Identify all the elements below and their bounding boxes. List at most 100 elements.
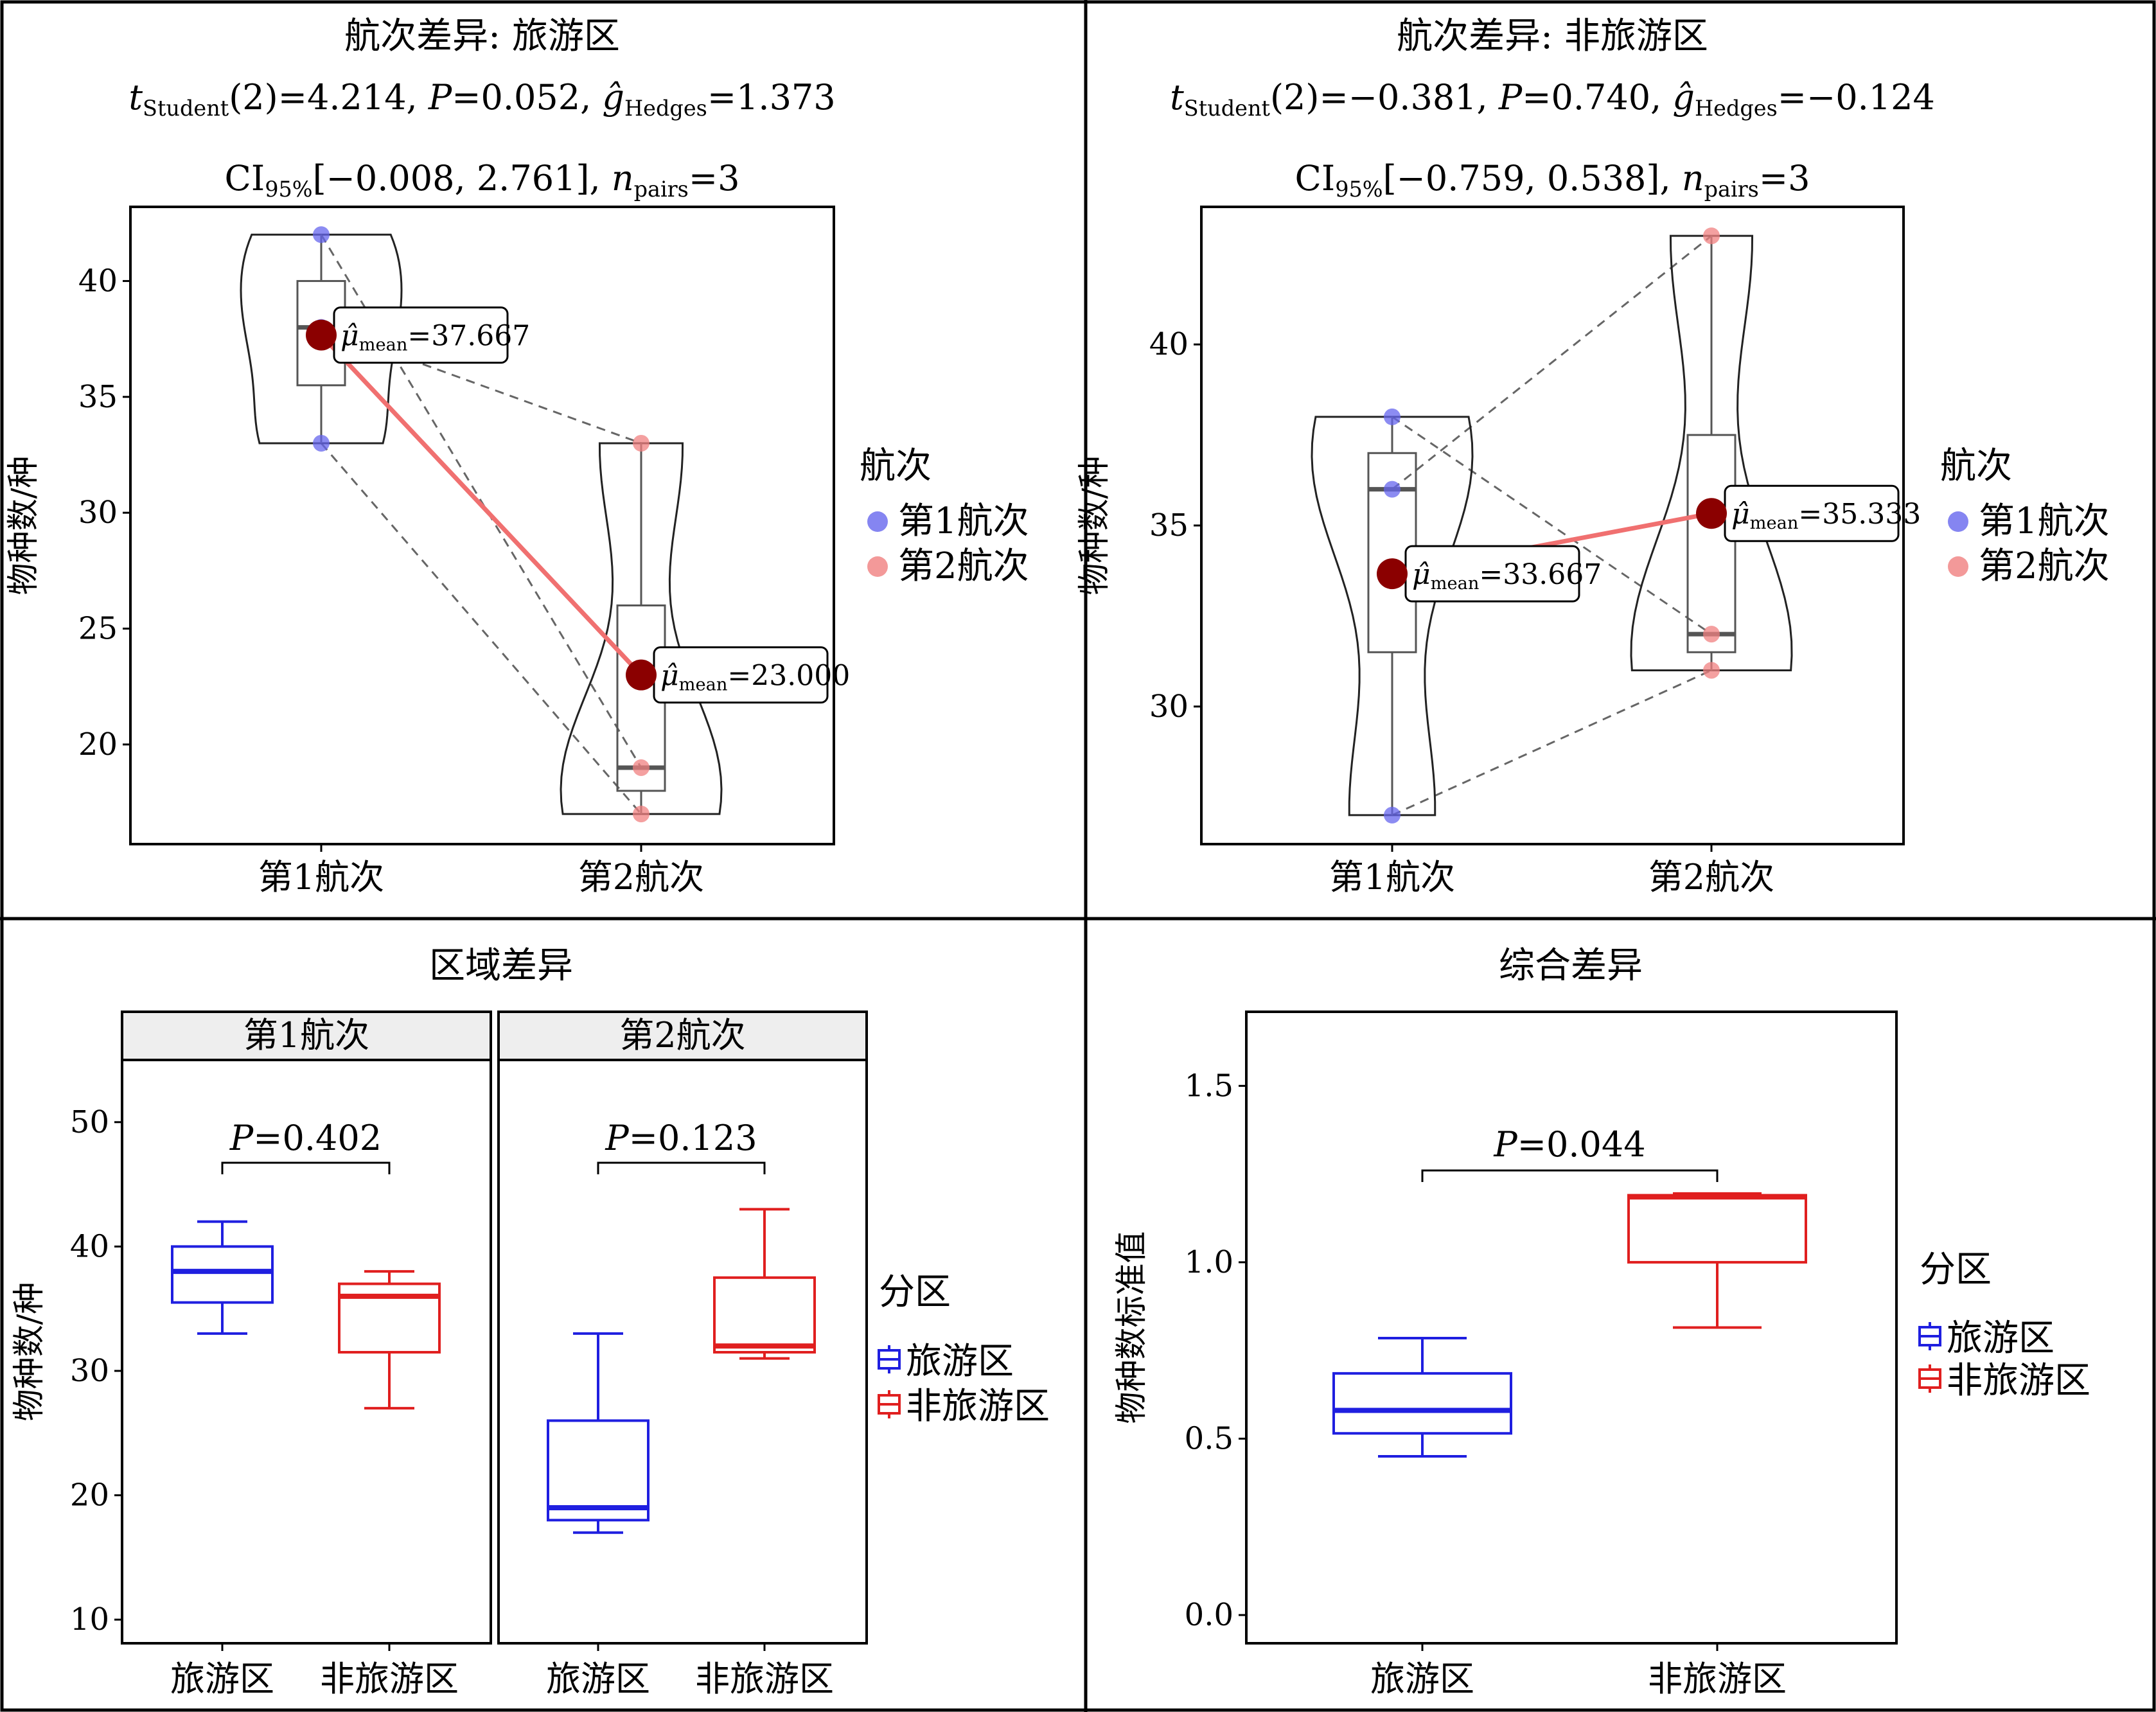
overall-panel-ytick-label: 0.5	[1185, 1420, 1233, 1456]
overall-panel-legend-title: 分区	[1920, 1249, 1992, 1291]
violin-panel-2-ytick-label: 40	[1149, 326, 1188, 362]
region-panel-legend-label: 旅游区	[906, 1341, 1014, 1382]
panel-trip-tourist: 航次差异: 旅游区 tStudent(2)=4.214, P=0.052, ĝHe…	[4, 15, 1029, 897]
violin-panel-2-legend-title: 航次	[1940, 445, 2012, 487]
region-panel-ytick-label: 10	[70, 1602, 109, 1637]
violin-panel-1-stat-line-2: CI95%[−0.008, 2.761], npairs=3	[225, 158, 740, 202]
violin-panel-2-pair-line	[1392, 234, 1712, 490]
violin-panel-1-y-axis-label: 物种数/种	[4, 456, 42, 596]
violin-panel-1-ytick-label: 30	[78, 495, 118, 531]
violin-panel-2-data-point	[1384, 806, 1401, 824]
region-panel-facet-strip-label: 第1航次	[243, 1015, 369, 1055]
violin-panel-2-mean-label: μ̂mean=33.667	[1412, 558, 1602, 594]
violin-panel-1-pair-line	[321, 326, 642, 445]
region-panel-xtick-label: 非旅游区	[695, 1659, 834, 1699]
region-panel-facet-2-box	[547, 1419, 649, 1522]
violin-panel-2-data-point	[1703, 662, 1720, 679]
violin-panel-1-mean-label: μ̂mean=37.667	[340, 320, 530, 355]
overall-panel-y-axis-label: 物种数标准值	[1113, 1231, 1150, 1424]
panel-region: 区域差异1020304050物种数/种第1航次旅游区非旅游区P=0.402第2航…	[10, 945, 1050, 1699]
violin-panel-2-data-point	[1703, 227, 1720, 245]
region-panel-xtick-label: 旅游区	[546, 1659, 650, 1699]
region-panel-facet-strip	[121, 1010, 492, 1061]
overall-panel-p-value: P=0.044	[1493, 1124, 1645, 1165]
violin-panel-1-ytick-label: 25	[78, 611, 118, 647]
panel-trip-nontourist: 航次差异: 非旅游区 tStudent(2)=−0.381, P=0.740, ĝ…	[1075, 15, 2110, 897]
violin-panel-2-legend-marker	[1948, 556, 1968, 577]
overall-panel-legend-label: 旅游区	[1947, 1318, 2054, 1359]
region-panel-legend-label: 非旅游区	[906, 1386, 1050, 1427]
violin-panel-1-mean-label: μ̂mean=23.000	[660, 660, 850, 695]
violin-panel-2-xtick-label: 第2航次	[1648, 857, 1774, 897]
overall-panel-title: 综合差异	[1499, 945, 1643, 987]
violin-panel-2-title: 航次差异: 非旅游区	[1397, 15, 1708, 57]
violin-panel-2-legend-label: 第1航次	[1979, 500, 2110, 542]
violin-panel-1-pair-line	[320, 442, 642, 815]
violin-panel-1-plot-frame	[129, 206, 835, 845]
region-panel-ytick-label: 20	[70, 1478, 109, 1513]
region-panel-p-value: P=0.402	[229, 1118, 382, 1158]
overall-panel-legend-label: 非旅游区	[1947, 1360, 2090, 1402]
region-panel-significance-bracket	[597, 1161, 766, 1174]
violin-panel-1-title: 航次差异: 旅游区	[344, 15, 620, 57]
violin-panel-1-xtick-label: 第1航次	[258, 857, 384, 897]
violin-panel-2-y-axis-label: 物种数/种	[1075, 456, 1113, 596]
violin-panel-1-legend-marker	[867, 556, 888, 577]
region-panel-xtick-label: 旅游区	[170, 1659, 274, 1699]
panel-overall: 综合差异0.00.51.01.5物种数标准值旅游区非旅游区P=0.044分区旅游…	[1113, 945, 2090, 1699]
region-panel-legend-title: 分区	[879, 1271, 951, 1313]
violin-panel-2-ytick-label: 30	[1149, 689, 1188, 725]
violin-panel-1-data-point	[633, 434, 649, 452]
region-panel-facet-frame	[121, 1059, 492, 1645]
overall-panel-xtick-label: 非旅游区	[1648, 1659, 1787, 1699]
overall-panel-xtick-label: 旅游区	[1370, 1659, 1474, 1699]
violin-panel-1-legend-marker	[867, 511, 888, 532]
violin-panel-1-mean-point	[306, 319, 337, 351]
region-panel-ytick-label: 40	[70, 1228, 109, 1264]
overall-panel-plot-frame	[1245, 1010, 1898, 1645]
overall-panel-significance-bracket	[1421, 1169, 1719, 1182]
overall-panel-ytick-label: 1.0	[1185, 1244, 1233, 1280]
violin-panel-1-xtick-label: 第2航次	[578, 857, 704, 897]
violin-panel-2-legend-label: 第2航次	[1979, 545, 2110, 587]
region-panel-facet-1-box	[338, 1282, 441, 1354]
region-panel-xtick-label: 非旅游区	[320, 1659, 459, 1699]
overall-panel-ytick-label: 1.5	[1185, 1068, 1233, 1104]
region-panel-title: 区域差异	[429, 945, 573, 987]
region-panel-facet-strip-label: 第2航次	[619, 1015, 745, 1055]
violin-panel-2-data-point	[1703, 626, 1720, 643]
violin-panel-2-data-point	[1384, 408, 1401, 425]
violin-panel-2-stat-line-1: tStudent(2)=−0.381, P=0.740, ĝHedges=−0.…	[1170, 77, 1935, 121]
violin-panel-2-ytick-label: 35	[1149, 507, 1188, 543]
region-panel-significance-bracket	[221, 1161, 391, 1174]
region-panel-ytick-label: 30	[70, 1353, 109, 1389]
violin-panel-1-legend-label: 第2航次	[898, 545, 1029, 587]
violin-panel-1-ytick-label: 40	[78, 263, 118, 299]
violin-panel-1-data-point	[313, 434, 330, 452]
violin-panel-1-stat-line-1: tStudent(2)=4.214, P=0.052, ĝHedges=1.37…	[128, 77, 835, 121]
violin-panel-1-data-point	[633, 759, 649, 776]
violin-panel-1-ytick-label: 35	[78, 379, 118, 415]
violin-panel-2-legend-marker	[1948, 511, 1968, 532]
region-panel-facet-1-box	[171, 1245, 274, 1304]
region-panel-ytick-label: 50	[70, 1104, 109, 1140]
violin-panel-2-mean-point	[1696, 498, 1727, 529]
violin-panel-2-data-point	[1384, 481, 1401, 498]
violin-panel-1-legend-title: 航次	[860, 445, 932, 487]
region-panel-facet-frame	[497, 1059, 868, 1645]
region-panel-y-axis-label: 物种数/种	[10, 1282, 48, 1422]
violin-panel-1-pair-line	[320, 234, 642, 768]
overall-panel-box	[1332, 1372, 1512, 1435]
violin-panel-1-legend-label: 第1航次	[898, 500, 1029, 542]
violin-panel-1-mean-point	[626, 659, 657, 691]
violin-panel-2-stat-line-2: CI95%[−0.759, 0.538], npairs=3	[1295, 158, 1810, 202]
violin-panel-2-box	[1686, 434, 1736, 653]
region-panel-facet-2-box	[713, 1276, 816, 1354]
violin-panel-1-ytick-label: 20	[78, 727, 118, 763]
violin-panel-2-mean-point	[1377, 558, 1408, 590]
violin-panel-2-pair-line	[1392, 416, 1712, 635]
violin-panel-1-data-point	[313, 226, 330, 243]
